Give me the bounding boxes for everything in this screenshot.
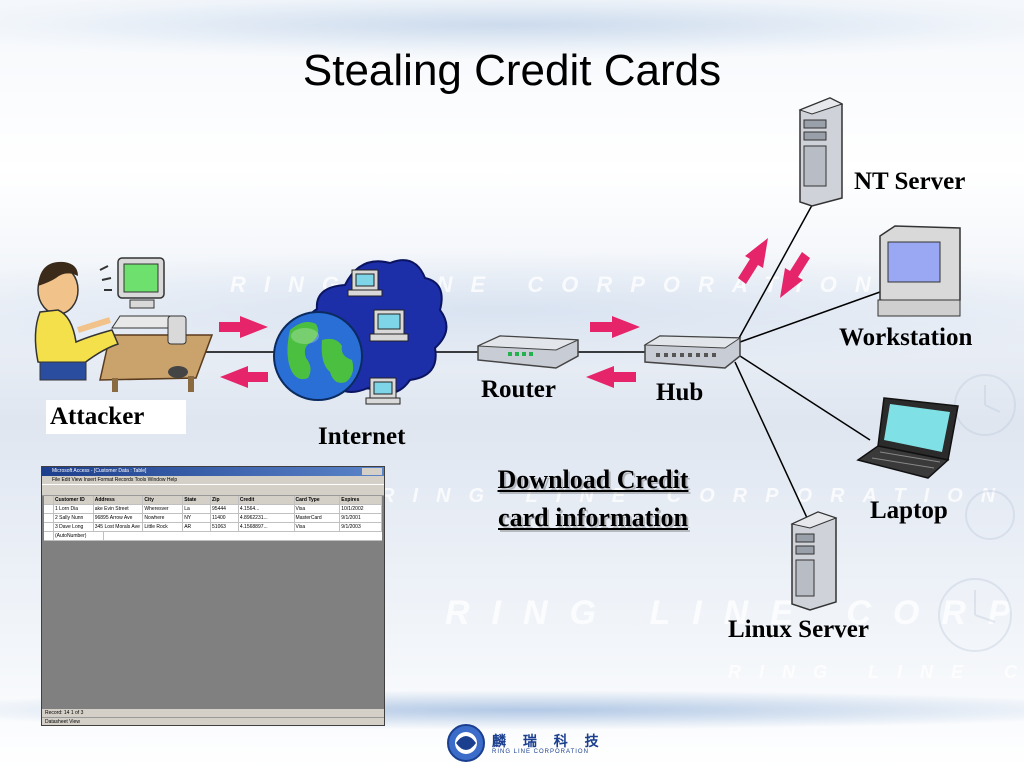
router-icon <box>477 335 579 369</box>
link-hub-workstation <box>739 291 881 343</box>
label-internet: Internet <box>318 423 406 450</box>
cell: Little Rock <box>143 523 184 531</box>
cell: 2 Sally Nunn <box>54 514 94 522</box>
cell: 345 Lost Morals Ave <box>94 523 144 531</box>
access-toolbar <box>42 484 384 496</box>
cell: ake Evin Street <box>94 505 144 513</box>
watermark-short-3: RING LINE CORPO <box>445 594 1024 632</box>
attacker-icon <box>34 257 214 392</box>
watermark-company-2: RING LINE CORPORATION <box>380 485 1014 507</box>
cell: 4.8962231... <box>239 514 295 522</box>
cell: MasterCard <box>295 514 341 522</box>
label-attacker: Attacker <box>46 400 186 434</box>
col-header: City <box>143 496 184 504</box>
company-name-chinese: 麟 瑞 科 技 <box>492 734 605 750</box>
table-new-row: (AutoNumber) <box>44 532 382 541</box>
arrow-left-router-hub <box>586 366 636 388</box>
laptop-icon <box>856 397 959 479</box>
download-caption-line2: card information <box>498 503 688 532</box>
cell: 96895 Arrow Ave <box>94 514 144 522</box>
cell: NY <box>183 514 212 522</box>
label-router: Router <box>481 376 556 403</box>
cell: 11400 <box>211 514 239 522</box>
new-row-cell: (AutoNumber) <box>54 532 104 540</box>
cell: 51063 <box>211 523 239 531</box>
access-title-bar: Microsoft Access - [Customer Data : Tabl… <box>42 467 384 476</box>
label-workstation: Workstation <box>839 324 973 351</box>
cell: 4.1568897... <box>239 523 295 531</box>
col-header: Credit <box>239 496 295 504</box>
access-menu-bar: File Edit View Insert Format Records Too… <box>42 476 384 484</box>
label-linux-server: Linux Server <box>728 616 869 643</box>
record-navigator: Record: 14 1 of 3 <box>42 709 384 717</box>
table-row: 1 Lorn Dia ake Evin Street Wheresver La … <box>44 505 383 514</box>
col-header: Zip <box>211 496 239 504</box>
link-hub-ntserver <box>737 186 823 341</box>
company-logo-icon <box>447 724 485 762</box>
label-hub: Hub <box>656 379 704 406</box>
cell: 3 Dave Long <box>54 523 94 531</box>
cell: 1 Lorn Dia <box>54 505 94 513</box>
linux-server-icon <box>790 511 838 611</box>
cell: 95444 <box>211 505 239 513</box>
cell: 10/1/2002 <box>340 505 383 513</box>
bg-swoosh-top <box>0 0 1024 60</box>
cell: 9/1/2003 <box>340 523 383 531</box>
cell: 9/1/2001 <box>340 514 383 522</box>
company-name-english: RING LINE CORPORATION <box>492 749 589 755</box>
cell: Wheresver <box>143 505 184 513</box>
workstation-icon <box>877 225 961 317</box>
nt-server-icon <box>798 97 844 207</box>
download-caption-line1: Download Credit <box>497 465 689 494</box>
internet-icon <box>273 259 448 405</box>
col-header: Customer ID <box>54 496 94 504</box>
col-header: Expires <box>340 496 383 504</box>
arrow-right-router-hub <box>590 316 640 338</box>
access-table-window: Microsoft Access - [Customer Data : Tabl… <box>41 466 385 726</box>
window-controls-icon <box>362 468 382 475</box>
col-header: Card Type <box>295 496 341 504</box>
slide-title: Stealing Credit Cards <box>302 46 722 95</box>
access-datasheet: Customer ID Address City State Zip Credi… <box>44 496 383 541</box>
download-caption: Download Credit card information <box>470 461 716 537</box>
label-laptop: Laptop <box>870 497 948 524</box>
link-hub-laptop <box>739 355 871 441</box>
table-row: 3 Dave Long 345 Lost Morals Ave Little R… <box>44 523 383 532</box>
label-nt-server: NT Server <box>854 168 966 195</box>
hub-icon <box>643 335 742 369</box>
col-header: Address <box>94 496 144 504</box>
watermark-short-4: RING LINE CORPO <box>728 662 1024 682</box>
cell: Nowhere <box>143 514 184 522</box>
cell: La <box>183 505 212 513</box>
col-header: State <box>183 496 212 504</box>
cell: Visa <box>295 523 341 531</box>
access-title: Microsoft Access - [Customer Data : Tabl… <box>52 468 147 474</box>
cell: AR <box>183 523 212 531</box>
status-bar: Datasheet View <box>42 717 384 725</box>
arrow-down-ntserver <box>780 252 810 298</box>
cell: 4.1564... <box>239 505 295 513</box>
cell: Visa <box>295 505 341 513</box>
table-header: Customer ID Address City State Zip Credi… <box>44 496 383 505</box>
arrow-left-attacker <box>220 366 268 388</box>
arrow-right-attacker <box>219 316 268 338</box>
arrow-up-ntserver <box>738 238 768 284</box>
table-row: 2 Sally Nunn 96895 Arrow Ave Nowhere NY … <box>44 514 383 523</box>
link-hub-linux <box>734 361 809 521</box>
